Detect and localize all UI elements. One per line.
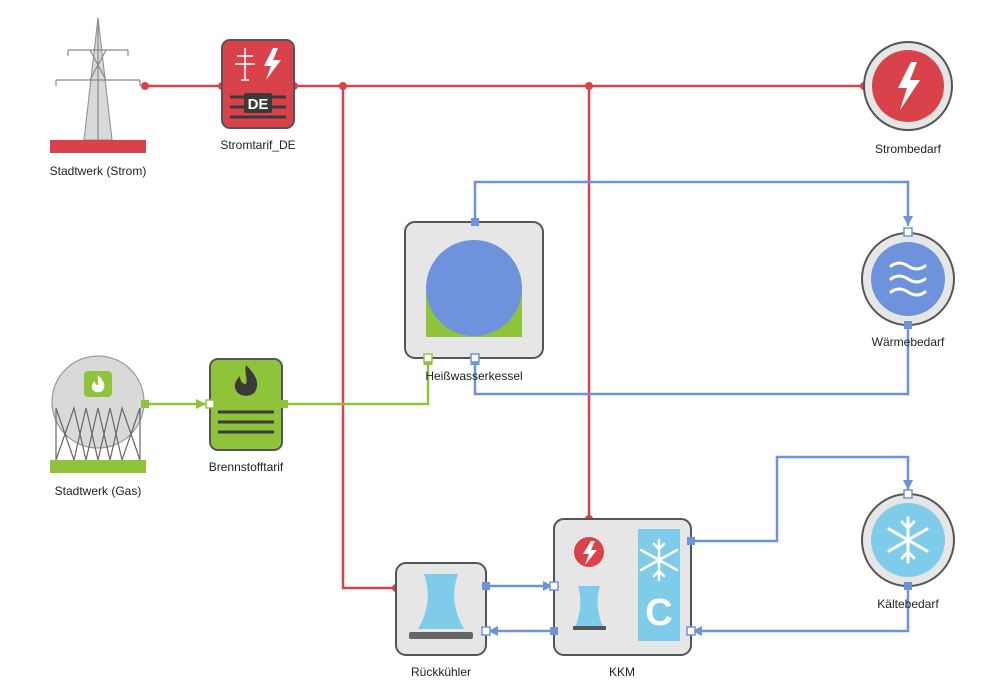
- line-waermebedarf-return: [473, 325, 910, 396]
- gas-lines: [145, 358, 430, 406]
- fuel-tariff-icon: [218, 365, 274, 434]
- label-stadtwerk-strom: Stadtwerk (Strom): [49, 164, 147, 178]
- node-heisswasserkessel[interactable]: [404, 221, 544, 359]
- port: [904, 582, 912, 590]
- port: [904, 321, 912, 329]
- junction-dot: [141, 82, 149, 90]
- label-rueckkuehler: Rückkühler: [410, 665, 472, 679]
- power-pylon-icon: [55, 17, 141, 141]
- node-brennstofftarif[interactable]: [209, 358, 283, 451]
- gas-flame-badge: [84, 371, 112, 397]
- node-rueckkuehler[interactable]: [395, 562, 487, 656]
- arrow-to-brennstofftarif: [196, 399, 206, 409]
- electricity-tariff-icon: [235, 48, 281, 81]
- line-to-rueckkuehler: [341, 86, 396, 590]
- arrow-to-kkm-return: [692, 626, 702, 636]
- port: [470, 353, 480, 363]
- lightning-icon: [898, 62, 920, 110]
- base-bar: [50, 140, 146, 153]
- port: [687, 537, 695, 545]
- cooling-tower-icon: [409, 574, 473, 639]
- junction-dot: [339, 82, 347, 90]
- label-stromtarif: Stromtarif_DE: [220, 138, 296, 152]
- gas-tank-icon: [51, 355, 145, 463]
- boiler-icon: [426, 240, 522, 337]
- arrow-to-waermebedarf: [903, 216, 913, 226]
- label-brennstofftarif: Brennstofftarif: [208, 460, 284, 474]
- snowflake-icon: [887, 516, 929, 564]
- heat-lines: [473, 180, 910, 633]
- kkm-badge: C: [645, 592, 672, 634]
- port: [903, 227, 913, 237]
- port: [550, 627, 558, 635]
- label-waermebedarf: Wärmebedarf: [871, 335, 945, 349]
- label-kaeltebedarf: Kältebedarf: [877, 597, 939, 611]
- port: [686, 626, 696, 636]
- de-badge: DE: [248, 96, 269, 113]
- port: [423, 353, 433, 363]
- port: [549, 581, 559, 591]
- line-brennstofftarif-to-kessel: [284, 358, 430, 406]
- ports: [141, 218, 913, 636]
- electric-lines: [145, 84, 864, 590]
- label-strombedarf: Strombedarf: [874, 142, 942, 156]
- heat-waves-icon: [889, 261, 927, 297]
- cooling-tower-icon: [573, 586, 606, 630]
- snowflake-icon: [639, 538, 679, 582]
- port: [141, 400, 149, 408]
- port: [471, 218, 479, 226]
- port: [903, 489, 913, 499]
- junction-dot: [585, 82, 593, 90]
- base-bar: [50, 460, 146, 473]
- port: [280, 400, 288, 408]
- line-kkm-to-kaeltebedarf: [690, 455, 910, 543]
- label-kkm: KKM: [608, 665, 636, 679]
- node-stadtwerk-strom[interactable]: [50, 17, 146, 153]
- node-stadtwerk-gas[interactable]: [50, 355, 146, 473]
- port: [482, 582, 490, 590]
- node-stromtarif[interactable]: DE: [221, 39, 295, 129]
- de-badge-bg: [244, 93, 272, 113]
- arrow-to-kaeltebedarf: [903, 480, 913, 490]
- line-kaeltebedarf-return: [696, 586, 910, 633]
- node-kkm[interactable]: C: [553, 518, 692, 656]
- arrow-to-rueckkuehler: [488, 626, 498, 636]
- port: [481, 626, 491, 636]
- lightning-icon: [583, 541, 597, 565]
- node-waermebedarf[interactable]: [861, 232, 955, 326]
- label-heisswasserkessel: Heißwasserkessel: [425, 369, 523, 383]
- port: [205, 399, 215, 409]
- arrow-to-kkm: [543, 581, 553, 591]
- line-kessel-to-waermebedarf: [473, 180, 910, 226]
- node-kaeltebedarf[interactable]: [861, 493, 955, 587]
- node-strombedarf[interactable]: [863, 41, 953, 131]
- label-stadtwerk-gas: Stadtwerk (Gas): [54, 484, 142, 498]
